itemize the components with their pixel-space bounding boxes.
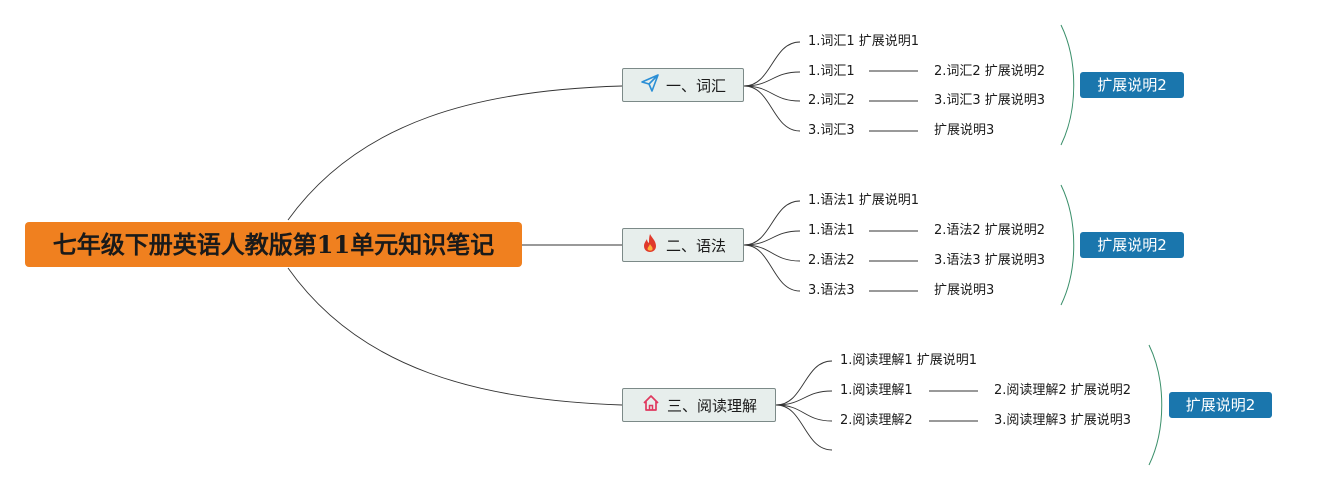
branch-1-note-1[interactable]: 2.词汇2 扩展说明2	[934, 64, 1046, 79]
branch-grammar[interactable]: 二、语法	[622, 228, 744, 262]
branch-reading[interactable]: 三、阅读理解	[622, 388, 776, 422]
branch-1-child-2[interactable]: 1.词汇1	[808, 64, 855, 79]
branch-3-note-2[interactable]: 3.阅读理解3 扩展说明3	[994, 413, 1132, 428]
branch-3-child-3[interactable]: 2.阅读理解2	[840, 413, 913, 428]
branch-3-child-1[interactable]: 1.阅读理解1 扩展说明1	[840, 353, 978, 368]
paper-plane-icon	[640, 73, 660, 97]
branch-2-child-4[interactable]: 3.语法3	[808, 283, 855, 298]
branch-2-child-3[interactable]: 2.语法2	[808, 253, 855, 268]
summary-badge-1[interactable]: 扩展说明2	[1080, 72, 1184, 98]
branch-label: 三、阅读理解	[666, 396, 757, 415]
summary-badge-2[interactable]: 扩展说明2	[1080, 232, 1184, 258]
fire-icon	[640, 233, 660, 257]
root-connector-3	[287, 267, 623, 406]
branch-1-child-4[interactable]: 3.词汇3	[808, 123, 855, 138]
root-connector-1	[287, 85, 623, 221]
branch-1-note-3[interactable]: 扩展说明3	[934, 123, 995, 138]
summary-bracket-1	[1060, 24, 1075, 146]
root-topic[interactable]: 七年级下册英语人教版第11单元知识笔记	[25, 222, 522, 267]
branch-3-fan	[775, 360, 978, 451]
branch-2-note-1[interactable]: 2.语法2 扩展说明2	[934, 223, 1046, 238]
branch-3-note-1[interactable]: 2.阅读理解2 扩展说明2	[994, 383, 1132, 398]
branch-3-child-2[interactable]: 1.阅读理解1	[840, 383, 913, 398]
branch-1-child-3[interactable]: 2.词汇2	[808, 93, 855, 108]
summary-bracket-3	[1148, 344, 1163, 466]
branch-1-note-2[interactable]: 3.词汇3 扩展说明3	[934, 93, 1046, 108]
branch-2-child-2[interactable]: 1.语法1	[808, 223, 855, 238]
summary-bracket-2	[1060, 184, 1075, 306]
branch-2-note-3[interactable]: 扩展说明3	[934, 283, 995, 298]
branch-1-fan	[743, 41, 918, 132]
branch-vocabulary[interactable]: 一、词汇	[622, 68, 744, 102]
summary-badge-3[interactable]: 扩展说明2	[1169, 392, 1272, 418]
branch-label: 一、词汇	[665, 76, 726, 95]
branch-1-child-1[interactable]: 1.词汇1 扩展说明1	[808, 34, 920, 49]
home-icon	[641, 393, 661, 417]
branch-2-note-2[interactable]: 3.语法3 扩展说明3	[934, 253, 1046, 268]
branch-2-fan	[743, 200, 918, 292]
branch-label: 二、语法	[665, 236, 726, 255]
branch-2-child-1[interactable]: 1.语法1 扩展说明1	[808, 193, 920, 208]
